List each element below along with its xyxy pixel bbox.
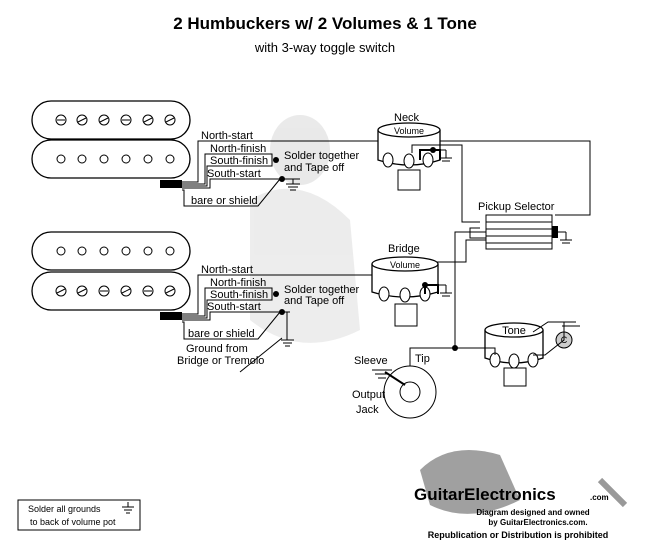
bridge-volume-heading: Bridge — [388, 243, 420, 255]
bridge-wire-south-start: South-start — [207, 301, 261, 313]
tone-pot — [484, 322, 544, 387]
neck-wire-south-start: South-start — [207, 168, 261, 180]
selector-output-wire — [454, 231, 486, 348]
bridge-volume-label: Volume — [390, 260, 420, 270]
bridge-humbucker — [31, 231, 191, 320]
neck-volume-pot — [377, 122, 441, 191]
ground-note-box — [17, 499, 141, 531]
neck-volume-heading: Neck — [394, 112, 420, 124]
logo-credit-1: Diagram designed and owned — [476, 508, 589, 517]
bridge-solder-note-2: and Tape off — [284, 295, 345, 307]
page-title: 2 Humbuckers w/ 2 Volumes & 1 Tone — [173, 14, 477, 33]
tone-label: Tone — [502, 325, 526, 337]
ground-icon — [372, 369, 392, 379]
logo-brand: GuitarElectronics — [414, 485, 556, 504]
neck-humbucker — [31, 100, 191, 188]
pickup-selector-label: Pickup Selector — [478, 201, 555, 213]
guitarelectronics-logo: GuitarElectronics .com — [414, 450, 628, 514]
tremolo-ground-note-1: Ground from — [186, 343, 248, 355]
neck-wire-north-start: North-start — [201, 130, 253, 142]
ground-icon — [122, 502, 134, 514]
watermark-figure — [250, 115, 360, 343]
selector-jumper — [469, 227, 486, 239]
jack-label-2: Jack — [356, 404, 379, 416]
ground-note-2: to back of volume pot — [30, 517, 116, 527]
logo-notice: Republication or Distribution is prohibi… — [428, 530, 609, 540]
bridge-wire-south-finish: South-finish — [210, 289, 268, 301]
jack-tip-label: Tip — [415, 353, 430, 365]
page-subtitle: with 3-way toggle switch — [254, 40, 395, 55]
bridge-solder-note-1: Solder together — [284, 284, 360, 296]
neck-volume-label: Volume — [394, 126, 424, 136]
bridge-wire-north-finish: North-finish — [210, 277, 266, 289]
bridge-volume-ground-wire — [424, 284, 439, 294]
logo-credit-2: by GuitarElectronics.com. — [488, 518, 587, 527]
neck-wire-bare: bare or shield — [191, 195, 258, 207]
jack-label-1: Output — [352, 389, 385, 401]
neck-wire-south-finish: South-finish — [210, 155, 268, 167]
output-jack — [383, 352, 437, 419]
neck-wire-north-finish: North-finish — [210, 143, 266, 155]
bridge-wire-bare: bare or shield — [188, 328, 255, 340]
ground-note-1: Solder all grounds — [28, 504, 101, 514]
ground-icon — [282, 178, 300, 191]
neck-solder-note-2: and Tape off — [284, 162, 345, 174]
capacitor-wire — [533, 322, 565, 356]
ground-icon — [281, 311, 294, 347]
pickup-selector-switch — [485, 214, 572, 250]
bridge-wire-north-start: North-start — [201, 264, 253, 276]
neck-solder-note-1: Solder together — [284, 150, 360, 162]
logo-suffix: .com — [590, 493, 609, 502]
neck-volume-output-wire — [411, 144, 480, 223]
tremolo-ground-note-2: Bridge or Tremolo — [177, 355, 264, 367]
jack-sleeve-label: Sleeve — [354, 355, 388, 367]
